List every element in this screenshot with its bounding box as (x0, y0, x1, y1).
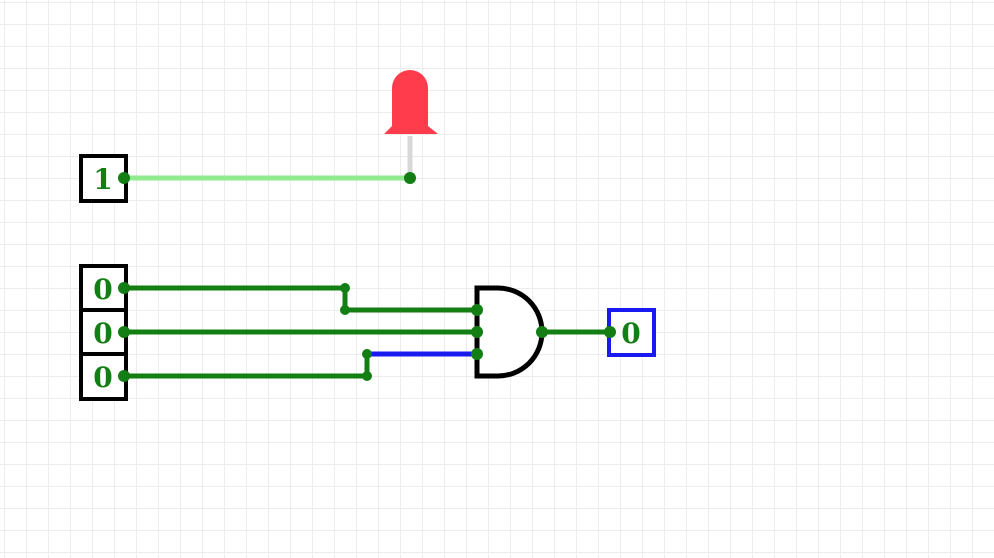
output-probe[interactable]: 0 (607, 308, 656, 357)
node-bit2-out[interactable] (118, 370, 130, 382)
node-single-input-out[interactable] (118, 172, 130, 184)
node-wire-bend[interactable] (340, 305, 350, 315)
input-bit-0: 0 (93, 273, 112, 306)
node-wire-bend[interactable] (340, 283, 350, 293)
wire-bit2-to-gate[interactable] (124, 351, 477, 379)
node-gate-in-a[interactable] (471, 304, 483, 316)
nodes (118, 172, 616, 382)
node-gate-in-c[interactable] (471, 348, 483, 360)
led[interactable] (384, 70, 438, 178)
input-bit-2: 0 (93, 361, 112, 394)
node-wire-bend[interactable] (362, 349, 372, 359)
input-bit-1: 0 (93, 317, 112, 350)
node-gate-out[interactable] (536, 326, 548, 338)
node-gate-in-b[interactable] (471, 326, 483, 338)
output-probe-value: 0 (621, 317, 640, 350)
node-bit0-out[interactable] (118, 282, 130, 294)
led-bulb (384, 70, 438, 134)
node-probe-in[interactable] (604, 326, 616, 338)
node-led-in[interactable] (404, 172, 416, 184)
and-gate[interactable] (474, 285, 545, 379)
wire-bit0-to-gate[interactable] (124, 285, 477, 313)
input-pin-single-value: 1 (93, 163, 112, 196)
node-wire-bend[interactable] (362, 371, 372, 381)
node-bit1-out[interactable] (118, 326, 130, 338)
